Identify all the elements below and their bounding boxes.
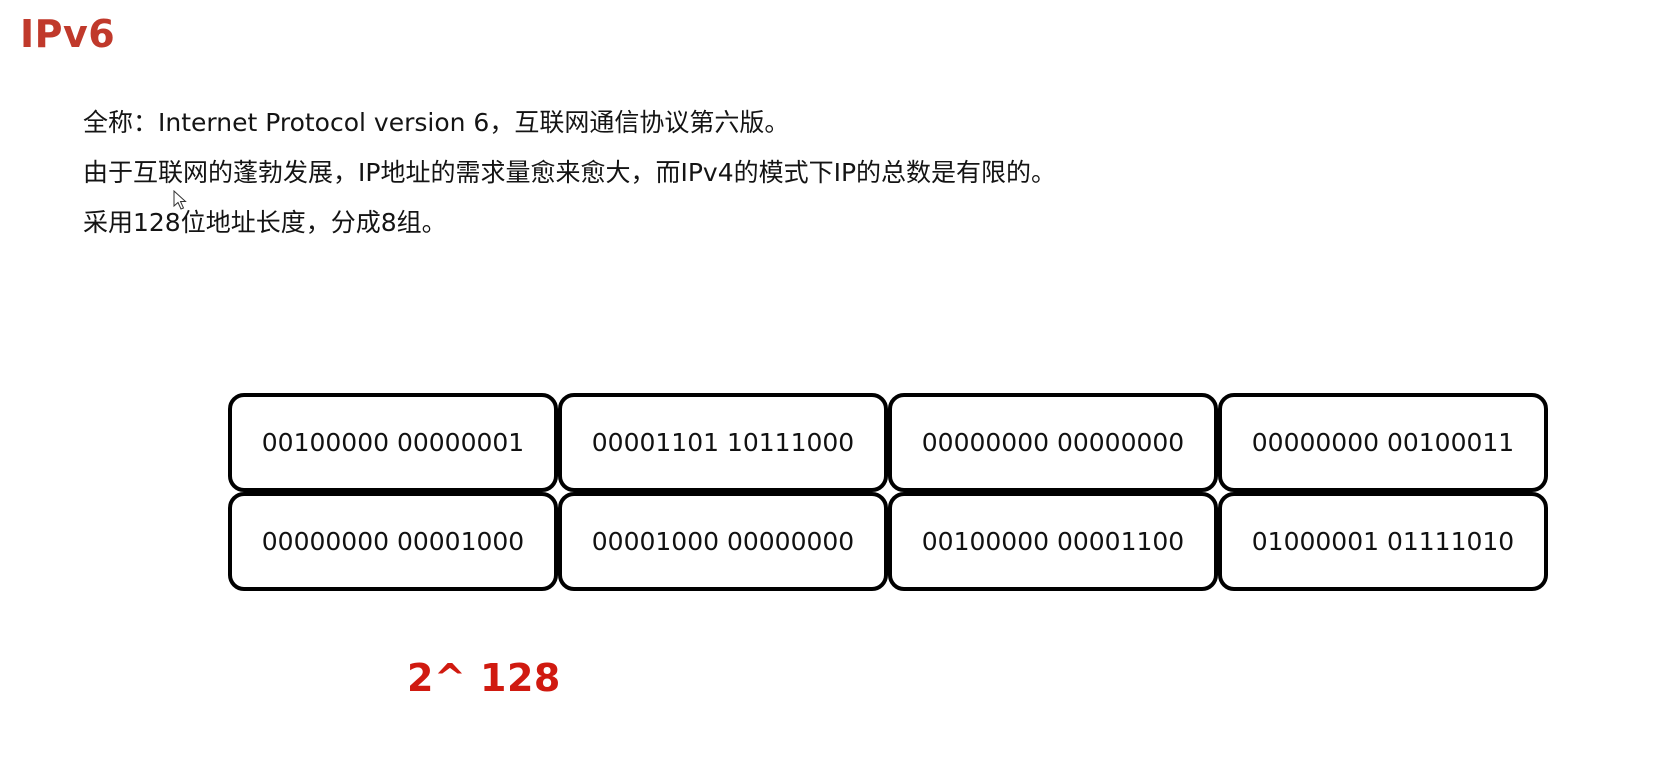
description-line-full-name: 全称：Internet Protocol version 6，互联网通信协议第六… <box>83 108 790 137</box>
address-group-6: 00001000 00000000 <box>558 492 888 591</box>
slide-title: IPv6 <box>20 12 116 56</box>
description-line-length: 采用128位地址长度，分成8组。 <box>83 208 447 237</box>
address-group-7: 00100000 00001100 <box>888 492 1218 591</box>
address-group-8: 01000001 01111010 <box>1218 492 1548 591</box>
address-group-3: 00000000 00000000 <box>888 393 1218 492</box>
mouse-pointer-icon <box>173 190 187 210</box>
address-group-5: 00000000 00001000 <box>228 492 558 591</box>
description-line-motivation: 由于互联网的蓬勃发展，IP地址的需求量愈来愈大，而IPv4的模式下IP的总数是有… <box>83 158 1057 187</box>
address-space-formula: 2^ 128 <box>407 656 561 700</box>
address-group-1: 00100000 00000001 <box>228 393 558 492</box>
description-list: 全称：Internet Protocol version 6，互联网通信协议第六… <box>83 98 1056 248</box>
address-group-4: 00000000 00100011 <box>1218 393 1548 492</box>
ipv6-address-group-grid: 00100000 00000001 00001101 10111000 0000… <box>228 393 1548 591</box>
address-group-2: 00001101 10111000 <box>558 393 888 492</box>
